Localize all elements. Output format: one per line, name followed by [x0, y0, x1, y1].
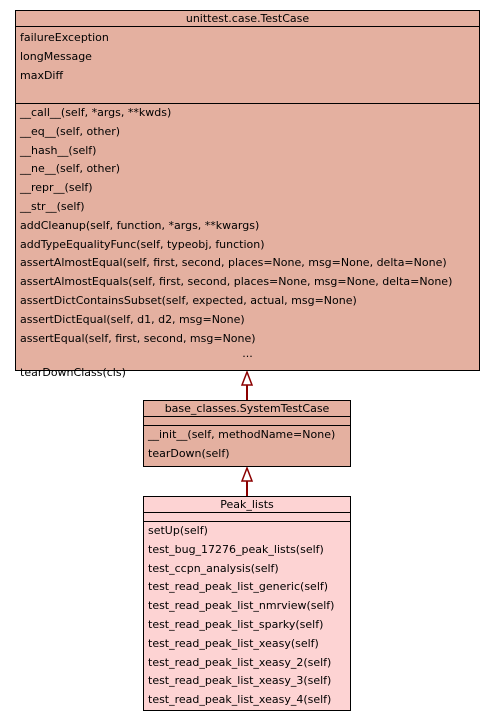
- attributes-section: [144, 417, 350, 426]
- method: addTypeEqualityFunc(self, typeobj, funct…: [20, 237, 265, 251]
- method: __init__(self, methodName=None): [148, 428, 336, 441]
- class-system-test-case: base_classes.SystemTestCase __init__(sel…: [143, 400, 351, 467]
- class-name: base_classes.SystemTestCase: [144, 401, 350, 417]
- method: test_read_peak_list_xeasy_3(self): [148, 674, 332, 688]
- methods-ellipsis: ...: [242, 347, 253, 361]
- method: test_read_peak_list_xeasy(self): [148, 636, 319, 650]
- method: assertDictContainsSubset(self, expected,…: [20, 293, 357, 307]
- method: test_read_peak_list_xeasy_2(self): [148, 655, 332, 669]
- class-unittest-testcase: unittest.case.TestCase failureException …: [15, 10, 480, 379]
- method: __eq__(self, other): [20, 124, 121, 138]
- method: test_read_peak_list_sparky(self): [148, 617, 324, 631]
- method: __ne__(self, other): [20, 162, 121, 176]
- method: __repr__(self): [20, 181, 93, 195]
- methods-section: __call__(self, *args, **kwds) __eq__(sel…: [16, 104, 479, 383]
- method: __call__(self, *args, **kwds): [20, 106, 172, 119]
- attribute: longMessage: [20, 49, 92, 63]
- method: assertEqual(self, first, second, msg=Non…: [20, 331, 256, 345]
- method: test_read_peak_list_nmrview(self): [148, 599, 335, 613]
- attributes-section: failureException longMessage maxDiff: [16, 27, 479, 104]
- method: setUp(self): [148, 524, 208, 537]
- attributes-section: [144, 513, 350, 522]
- method: tearDown(self): [148, 446, 230, 460]
- methods-section: setUp(self) test_bug_17276_peak_lists(se…: [144, 522, 350, 710]
- class-name: unittest.case.TestCase: [16, 11, 479, 27]
- method: assertDictEqual(self, d1, d2, msg=None): [20, 312, 245, 326]
- method: test_read_peak_list_generic(self): [148, 580, 329, 594]
- method: test_bug_17276_peak_lists(self): [148, 542, 324, 556]
- method: tearDownClass(cls): [20, 366, 126, 380]
- method: __hash__(self): [20, 143, 97, 157]
- class-name: Peak_lists: [144, 497, 350, 513]
- methods-section: __init__(self, methodName=None) tearDown…: [144, 426, 350, 464]
- method: __str__(self): [20, 199, 85, 213]
- method: addCleanup(self, function, *args, **kwar…: [20, 218, 260, 232]
- method: assertAlmostEqual(self, first, second, p…: [20, 256, 447, 270]
- method: test_read_peak_list_xeasy_4(self): [148, 693, 332, 707]
- class-peak-lists: Peak_lists setUp(self) test_bug_17276_pe…: [143, 496, 351, 711]
- attribute: failureException: [20, 31, 109, 44]
- attribute: maxDiff: [20, 68, 64, 82]
- inheritance-arrowhead: [240, 369, 254, 386]
- method: test_ccpn_analysis(self): [148, 561, 279, 575]
- method: assertAlmostEquals(self, first, second, …: [20, 275, 453, 289]
- inheritance-arrowhead: [240, 465, 254, 482]
